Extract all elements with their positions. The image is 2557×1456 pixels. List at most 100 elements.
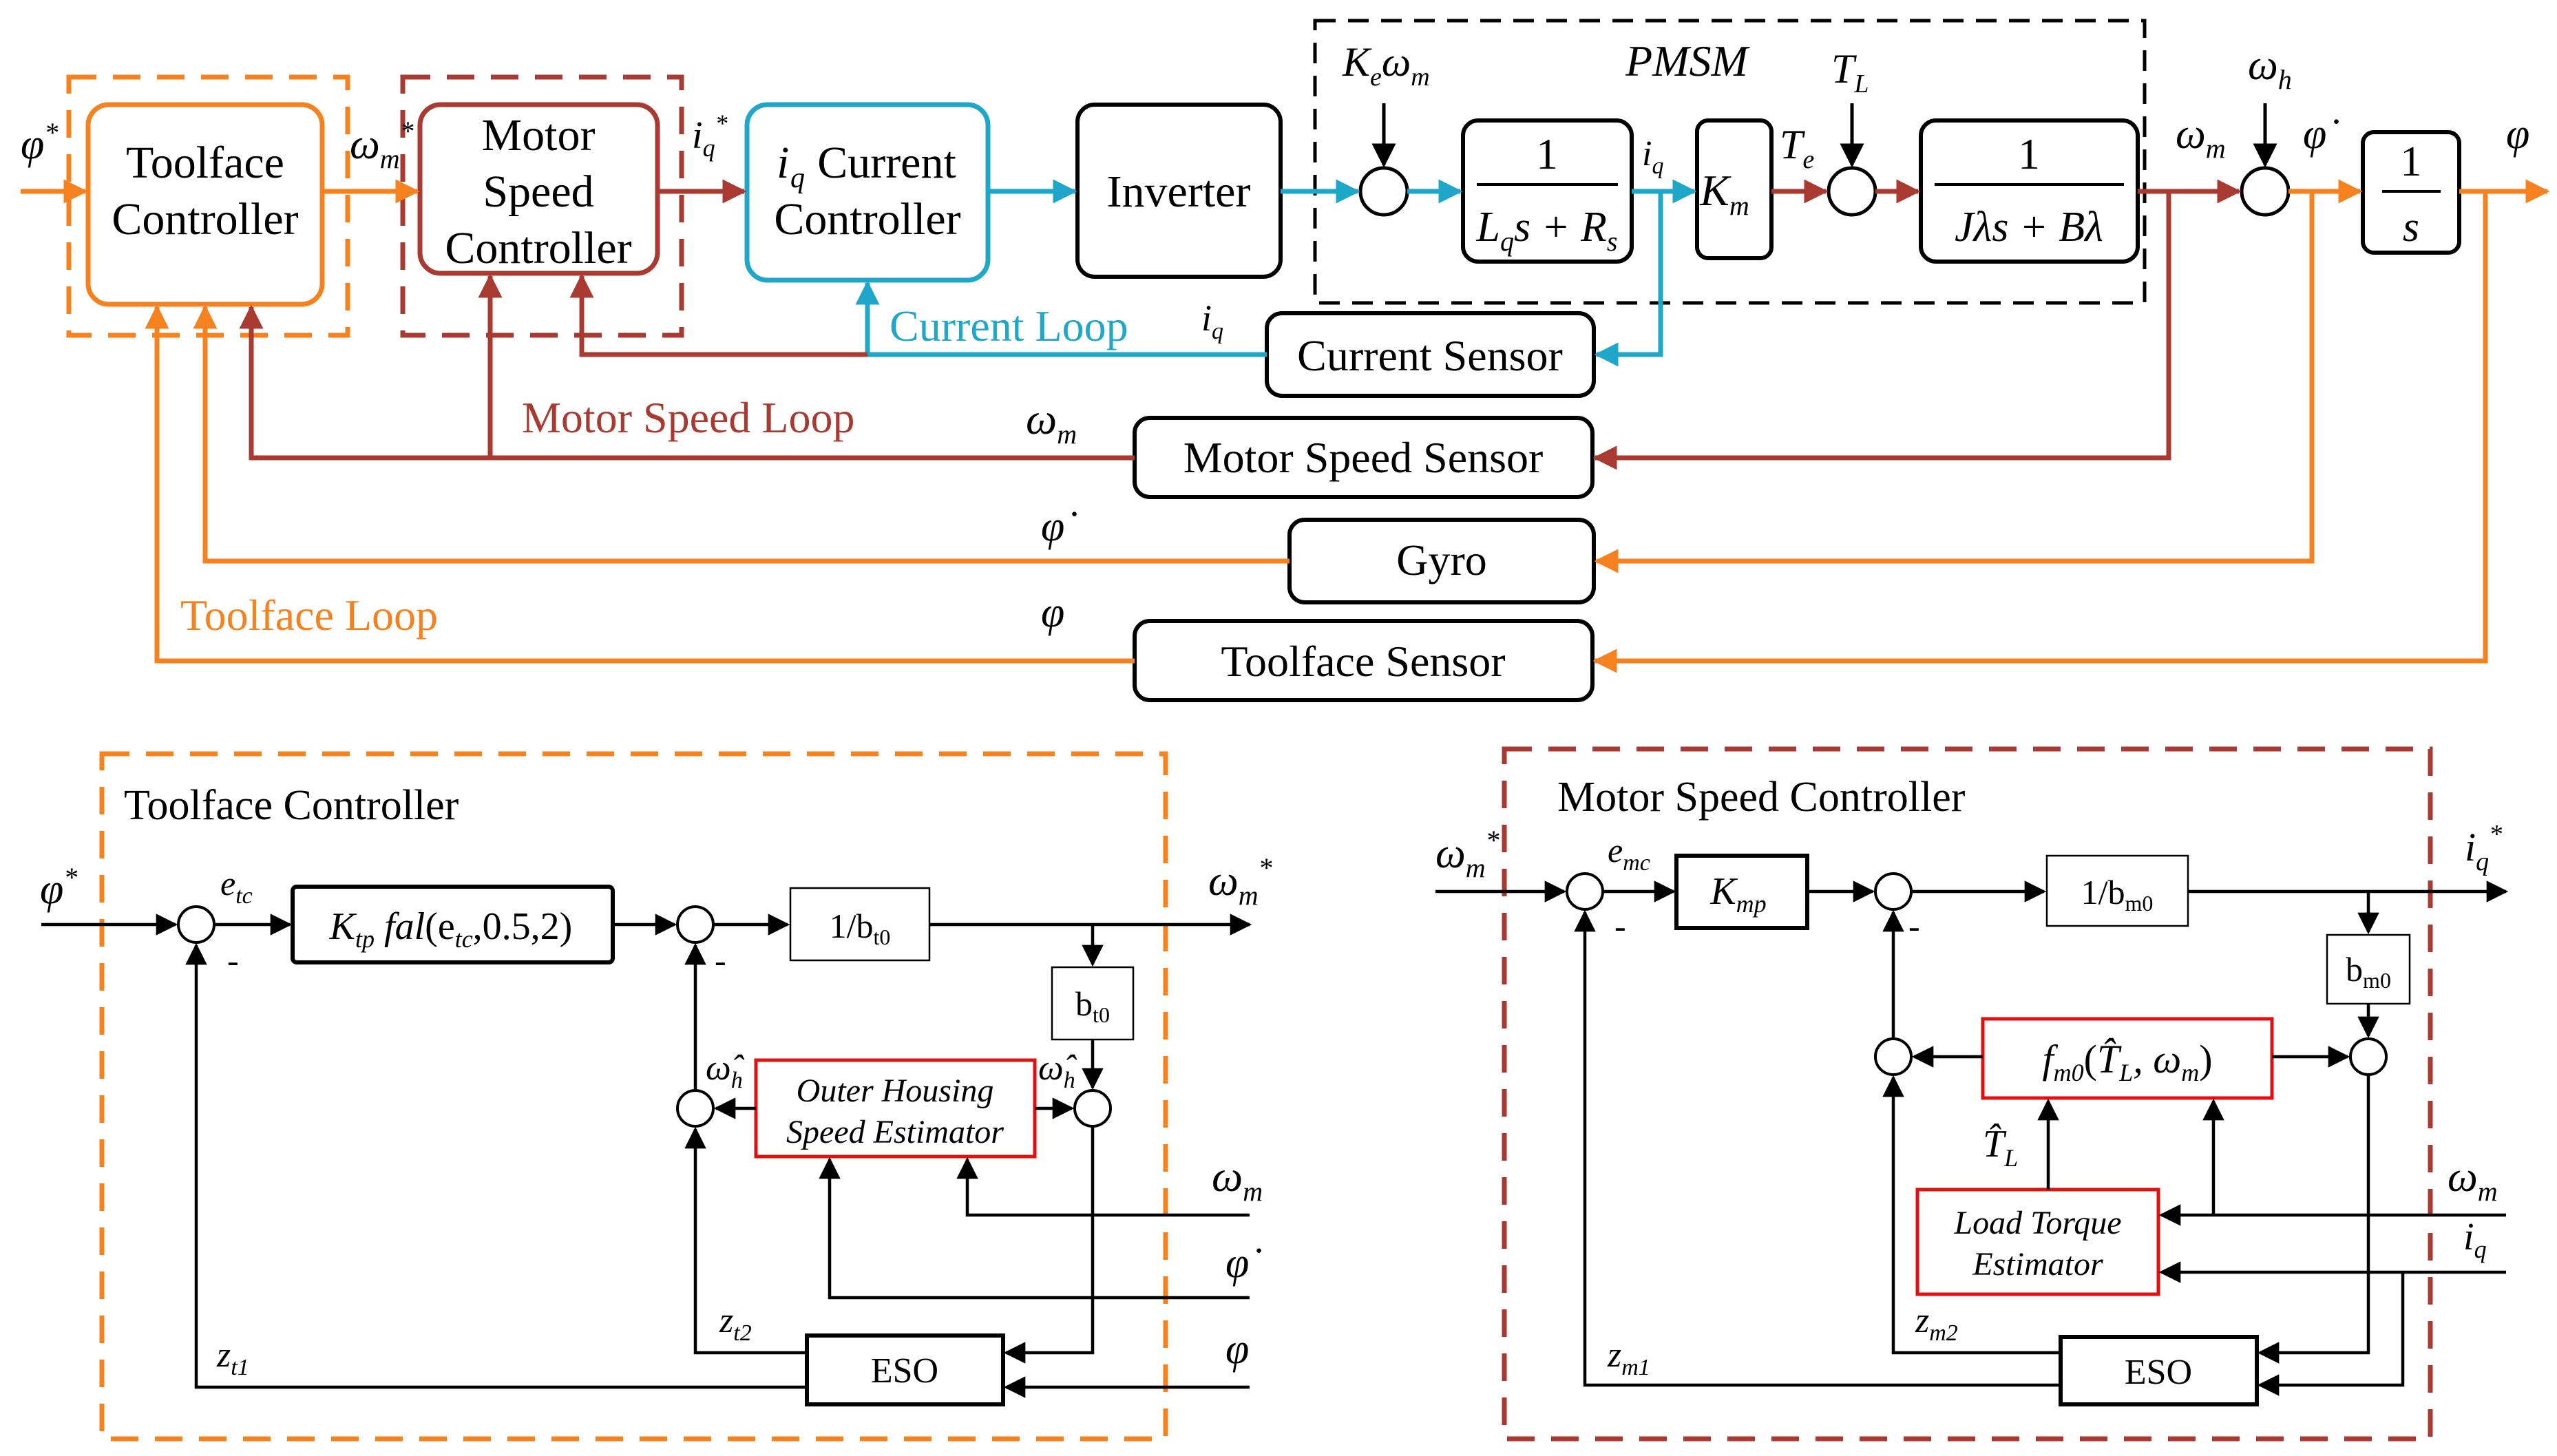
pmsm-label: PMSM bbox=[1625, 36, 1750, 85]
tc-sum1 bbox=[177, 905, 215, 944]
bm0-block: bm0 bbox=[2326, 933, 2411, 1005]
tc-label-omegah-hat-left: ω̂h bbox=[706, 1048, 745, 1093]
toolface-controller-line1: Toolface bbox=[126, 138, 284, 188]
integrator-denominator: s bbox=[2403, 204, 2419, 251]
mc-label-iq-star: iq* bbox=[2465, 820, 2502, 876]
motor-speed-controller-line2: Speed bbox=[483, 167, 593, 217]
wire-iq-to-sensor bbox=[1594, 191, 1663, 367]
km-gain-label: Km bbox=[1699, 166, 1749, 221]
gyro-block[interactable]: Gyro bbox=[1287, 518, 1596, 604]
stator-tf-block: 1 Lqs + Rs bbox=[1461, 118, 1634, 264]
current-controller-sub: q bbox=[790, 162, 805, 194]
toolface-detail-title: Toolface Controller bbox=[124, 782, 459, 829]
housing-estimator-line1: Outer Housing bbox=[797, 1073, 994, 1109]
current-controller-i: i bbox=[777, 138, 789, 188]
toolface-group-dashed bbox=[66, 74, 350, 338]
mc-wire-sum4-to-eso bbox=[2257, 1075, 2370, 1364]
current-controller-block[interactable]: i q Current Controller bbox=[744, 102, 991, 283]
wire-gyro-feedback bbox=[193, 304, 1290, 564]
wire-phidot-to-gyro bbox=[1594, 191, 2315, 573]
mechanical-tf-numerator: 1 bbox=[2018, 129, 2040, 178]
motor-speed-loop-label: Motor Speed Loop bbox=[522, 393, 855, 442]
motor-speed-controller-block[interactable]: Motor Speed Controller bbox=[417, 102, 660, 276]
motor-speed-sensor-block[interactable]: Motor Speed Sensor bbox=[1133, 416, 1595, 499]
wire-omega-to-sensor bbox=[1592, 191, 2171, 470]
mc-wire-zm2 bbox=[1882, 1075, 2061, 1355]
current-controller-line1: Current bbox=[817, 138, 956, 188]
mechanical-tf-block: 1 Jλs + Bλ bbox=[1919, 118, 2140, 264]
inverter-block[interactable]: Inverter bbox=[1075, 103, 1283, 279]
km-gain-block: Km bbox=[1695, 118, 1774, 260]
load-torque-estimator-block: Load Torque Estimator bbox=[1915, 1188, 2160, 1296]
top-loop-diagram: PMSM Toolface Controller Motor Speed Con… bbox=[21, 19, 2550, 702]
tc-label-phi: φ bbox=[1225, 1326, 1249, 1373]
mc-wire-zm1 bbox=[1574, 909, 2061, 1387]
inv-bt0-label: 1/bt0 bbox=[830, 907, 891, 949]
current-sensor-block[interactable]: Current Sensor bbox=[1265, 311, 1596, 398]
kmp-label: Kmp bbox=[1709, 870, 1766, 918]
mc-sum1 bbox=[1566, 872, 1604, 911]
mc-sum2 bbox=[1874, 872, 1913, 911]
label-ke-omega: Keωm bbox=[1342, 39, 1430, 92]
speed-eso-label: ESO bbox=[2125, 1353, 2192, 1392]
tc-wire-zt1 bbox=[185, 942, 807, 1389]
fal-label: Ktp fal(etc,0.5,2) bbox=[329, 905, 573, 953]
mc-sum3 bbox=[1874, 1037, 1913, 1076]
tc-label-phi-star: φ* bbox=[40, 862, 77, 913]
toolface-loop-label: Toolface Loop bbox=[180, 591, 438, 640]
mc-sum4 bbox=[2349, 1037, 2388, 1076]
tc-label-minus2: - bbox=[715, 941, 726, 980]
wire-current-to-speedctrl bbox=[569, 273, 867, 357]
sum-housing-speed bbox=[2240, 166, 2291, 217]
tc-sum4 bbox=[1073, 1089, 1112, 1128]
label-iq-feedback: iq bbox=[1201, 297, 1223, 344]
mc-label-omega-star: ωm* bbox=[1435, 825, 1500, 883]
label-phi-dot-top: φ̇ bbox=[2303, 111, 2339, 158]
label-phi-star: φ* bbox=[21, 117, 58, 168]
speed-detail-frame bbox=[1502, 746, 2433, 1442]
mc-label-zm2: zm2 bbox=[1915, 1301, 1958, 1346]
wire-toolface-feedback bbox=[145, 304, 1135, 664]
label-phi-top: φ bbox=[2506, 111, 2529, 158]
tc-label-minus1: - bbox=[227, 941, 239, 980]
toolface-sensor-block[interactable]: Toolface Sensor bbox=[1133, 619, 1595, 702]
label-iq: iq bbox=[1642, 134, 1663, 179]
pmsm-group-dashed bbox=[1313, 19, 2147, 305]
fm0-block: fm0(T̂L, ωm) bbox=[1981, 1017, 2274, 1100]
mc-label-iq: iq bbox=[2463, 1216, 2487, 1263]
mc-wire-iq-to-eso bbox=[2257, 1272, 2405, 1396]
toolface-controller-detail: Toolface Controller Ktp fal(etc,0.5,2) 1… bbox=[40, 751, 1272, 1442]
tc-wire-omega-m-in bbox=[956, 1157, 1250, 1217]
kmp-block: Kmp bbox=[1674, 854, 1809, 930]
toolface-controller-line2: Controller bbox=[112, 194, 298, 244]
tc-wire-sum4-to-eso bbox=[1003, 1126, 1095, 1364]
mc-label-omega-m: ωm bbox=[2448, 1154, 2498, 1207]
housing-estimator-line2: Speed Estimator bbox=[786, 1114, 1004, 1150]
mechanical-tf-denominator: Jλs + Bλ bbox=[1955, 204, 2103, 251]
toolface-detail-frame bbox=[99, 751, 1168, 1442]
mc-label-minus1: - bbox=[1614, 907, 1626, 945]
label-omega-h: ωh bbox=[2248, 42, 2292, 95]
speed-eso-block: ESO bbox=[2059, 1335, 2259, 1406]
mc-label-tl-hat: T̂L bbox=[1983, 1123, 2018, 1172]
label-omega-m-feedback: ωm bbox=[1026, 394, 1077, 450]
current-sensor-label: Current Sensor bbox=[1297, 331, 1563, 380]
stator-tf-denominator: Lqs + Rs bbox=[1476, 204, 1618, 257]
tc-label-zt1: zt1 bbox=[216, 1336, 249, 1380]
fal-block: Ktp fal(etc,0.5,2) bbox=[291, 885, 615, 964]
bt0-label: bt0 bbox=[1075, 984, 1110, 1027]
current-controller-line2: Controller bbox=[774, 194, 960, 244]
motor-speed-controller-line1: Motor bbox=[482, 110, 596, 160]
housing-speed-estimator-block: Outer Housing Speed Estimator bbox=[754, 1058, 1037, 1159]
tc-label-omegah-hat-right: ω̂h bbox=[1038, 1048, 1077, 1093]
tc-label-zt2: zt2 bbox=[719, 1301, 752, 1346]
motor-speed-controller-line3: Controller bbox=[445, 223, 631, 273]
tc-label-phi-dot: φ̇ bbox=[1225, 1240, 1261, 1287]
label-omega-m-out: ωm bbox=[2176, 111, 2226, 164]
toolface-controller-block[interactable]: Toolface Controller bbox=[85, 102, 325, 307]
label-iq-star: iq* bbox=[692, 109, 728, 162]
motor-speed-controller-detail: Motor Speed Controller Kmp 1/bm0 bm0 fm0… bbox=[1435, 746, 2509, 1442]
sum-load-torque bbox=[1827, 166, 1877, 217]
inv-bt0-block: 1/bt0 bbox=[789, 887, 931, 962]
